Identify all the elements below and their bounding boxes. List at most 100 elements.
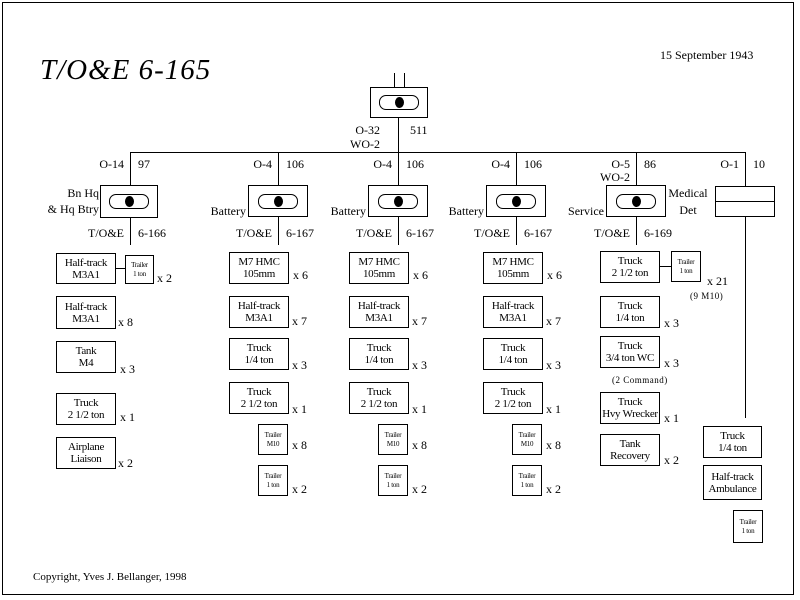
box-text-line: M4 — [78, 357, 94, 369]
unit-men: 106 — [406, 157, 424, 171]
battalion-officers: O-32 — [355, 123, 380, 137]
chart-date: 15 September 1943 — [660, 48, 754, 62]
toe-label: T/O&E — [594, 226, 630, 240]
box-text-line: 105mm — [242, 268, 276, 280]
unit-men: 86 — [644, 157, 656, 171]
unit-officers: O-14 — [99, 157, 124, 171]
unit-label: Bn Hq — [67, 186, 99, 200]
box-text-line: Trailer — [739, 517, 757, 526]
box-text-line: 1 ton — [266, 480, 280, 489]
equipment-quantity: x 1 — [412, 402, 427, 416]
equipment-quantity: x 1 — [546, 402, 561, 416]
box-text-line: Ambulance — [708, 482, 757, 495]
unit-label: Medical — [668, 186, 708, 200]
toe-number: 6-167 — [286, 226, 314, 240]
artillery-symbol-icon — [616, 193, 656, 209]
equipment-quantity: x 1 — [292, 402, 307, 416]
unit-officers: O-4 — [373, 157, 392, 171]
equipment-quantity: x 7 — [546, 314, 561, 328]
unit-connector — [278, 152, 279, 185]
box-text-line: Tank — [75, 345, 97, 357]
toe-number: 6-166 — [138, 226, 166, 240]
box-text-line: Recovery — [610, 450, 650, 462]
box-text-line: 2 1/2 ton — [360, 398, 398, 410]
battalion-connector — [398, 118, 399, 152]
unit-officers: O-4 — [491, 157, 510, 171]
unit-men: 10 — [753, 157, 765, 171]
equipment-quantity: x 6 — [547, 268, 562, 282]
box-text-line: Trailer — [518, 430, 536, 439]
box-text-line: Truck — [617, 396, 643, 408]
battalion-flag-line — [394, 73, 395, 87]
unit-label: Battery — [330, 204, 366, 218]
equipment-quantity: x 8 — [118, 315, 133, 329]
box-text-line: M7 HMC — [238, 256, 280, 268]
equipment-quantity: x 3 — [120, 362, 135, 376]
copyright: Copyright, Yves J. Bellanger, 1998 — [33, 571, 187, 583]
equipment-note: (9 M10) — [690, 291, 724, 301]
box-text-line: 1 ton — [679, 266, 693, 275]
box-text-line: Trailer — [131, 260, 148, 269]
box-text-line: Half-track — [357, 300, 401, 312]
equipment-quantity: x 2 — [412, 482, 427, 496]
toe-number: 6-167 — [524, 226, 552, 240]
box-text-line: Truck — [246, 342, 272, 354]
unit-label: Battery — [448, 204, 484, 218]
box-text-line: M10 — [520, 439, 534, 448]
box-text-line: Half-track — [64, 300, 108, 313]
equipment-note: (2 Command) — [612, 375, 668, 385]
box-text-line: Trailer — [384, 471, 402, 480]
unit-men: 106 — [524, 157, 542, 171]
artillery-symbol-icon — [258, 193, 298, 209]
unit-warrant: WO-2 — [600, 170, 630, 184]
box-text-line: M3A1 — [72, 268, 100, 281]
toe-number: 6-167 — [406, 226, 434, 240]
toe-label: T/O&E — [236, 226, 272, 240]
trailer-hitch-line — [116, 268, 125, 269]
box-text-line: Trailer — [518, 471, 536, 480]
equipment-quantity: x 2 — [118, 456, 133, 470]
box-text-line: 1/4 ton — [615, 312, 645, 324]
artillery-symbol-icon — [378, 193, 418, 209]
toe-number: 6-169 — [644, 226, 672, 240]
box-text-line: Tank — [619, 438, 641, 450]
equipment-quantity: x 8 — [546, 438, 561, 452]
battalion-men: 511 — [410, 123, 428, 137]
unit-label: Det — [679, 203, 697, 217]
box-text-line: 105mm — [362, 268, 396, 280]
unit-officers: O-4 — [253, 157, 272, 171]
box-text-line: 2 1/2 ton — [611, 267, 649, 279]
equipment-quantity: x 1 — [120, 410, 135, 424]
box-text-line: 1 ton — [133, 269, 146, 278]
box-text-line: 1 ton — [520, 480, 534, 489]
equipment-quantity: x 3 — [292, 358, 307, 372]
box-text-line: Truck — [73, 397, 99, 409]
box-text-line: Truck — [366, 342, 392, 354]
battalion-symbol-box — [370, 87, 428, 118]
box-text-line: Airplane — [67, 441, 105, 453]
equipment-quantity: x 3 — [412, 358, 427, 372]
box-text-line: Half-track — [491, 300, 535, 312]
medical-symbol-bar — [715, 201, 775, 202]
box-text-line: Half-track — [64, 256, 108, 269]
